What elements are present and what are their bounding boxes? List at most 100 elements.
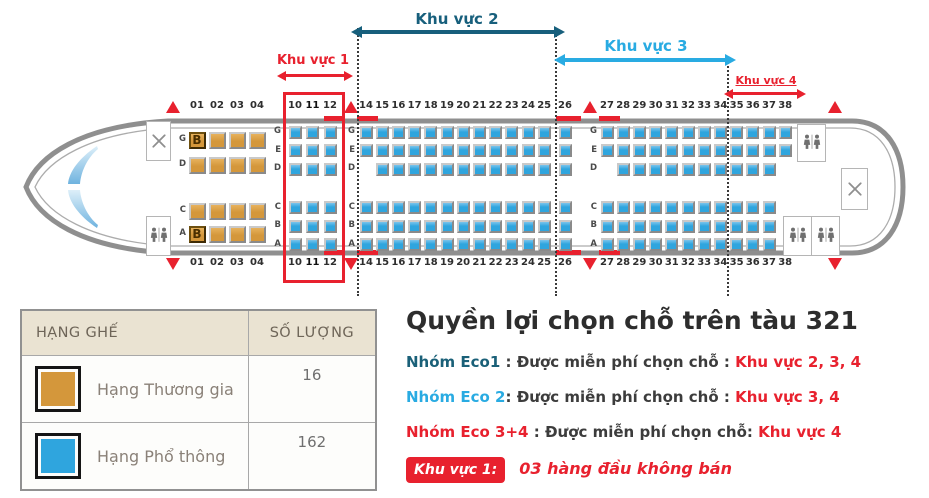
seat-A33[interactable] bbox=[697, 238, 711, 251]
seat-G35[interactable] bbox=[730, 125, 744, 139]
seat-E22[interactable] bbox=[489, 144, 503, 157]
seat-B30[interactable] bbox=[649, 219, 663, 233]
seat-A24[interactable] bbox=[521, 238, 535, 251]
seat-E11[interactable] bbox=[306, 144, 319, 157]
seat-G19[interactable] bbox=[440, 125, 454, 139]
seat-D33[interactable] bbox=[697, 162, 711, 176]
seat-B25[interactable] bbox=[537, 219, 551, 233]
seat-D25[interactable] bbox=[537, 162, 551, 176]
seat-D22[interactable] bbox=[489, 162, 503, 176]
seat-G28[interactable] bbox=[616, 125, 630, 139]
seat-A27[interactable] bbox=[600, 238, 614, 251]
seat-D36[interactable] bbox=[746, 162, 760, 176]
seat-B17[interactable] bbox=[408, 219, 422, 233]
seat-B37[interactable] bbox=[762, 219, 776, 233]
seat-G03[interactable] bbox=[228, 131, 246, 149]
seat-C32[interactable] bbox=[681, 201, 695, 214]
seat-E28[interactable] bbox=[616, 144, 630, 157]
seat-E35[interactable] bbox=[730, 144, 744, 157]
seat-D10[interactable] bbox=[288, 162, 302, 176]
seat-G14[interactable] bbox=[359, 125, 373, 139]
seat-D21[interactable] bbox=[472, 162, 486, 176]
seat-B16[interactable] bbox=[391, 219, 405, 233]
seat-E17[interactable] bbox=[408, 144, 422, 157]
seat-C24[interactable] bbox=[521, 201, 535, 214]
seat-D29[interactable] bbox=[632, 162, 646, 176]
seat-D26[interactable] bbox=[558, 162, 572, 176]
seat-B22[interactable] bbox=[489, 219, 503, 233]
seat-C22[interactable] bbox=[489, 201, 503, 214]
seat-A18[interactable] bbox=[424, 238, 438, 251]
seat-E34[interactable] bbox=[713, 144, 727, 157]
seat-A37[interactable] bbox=[762, 238, 776, 251]
seat-C20[interactable] bbox=[456, 201, 470, 214]
seat-G02[interactable] bbox=[208, 131, 226, 149]
seat-E27[interactable] bbox=[600, 144, 614, 157]
seat-B27[interactable] bbox=[600, 219, 614, 233]
seat-D01[interactable] bbox=[188, 156, 206, 174]
seat-G36[interactable] bbox=[746, 125, 760, 139]
seat-C19[interactable] bbox=[440, 201, 454, 214]
seat-A36[interactable] bbox=[746, 238, 760, 251]
seat-A14[interactable] bbox=[359, 238, 373, 251]
seat-A20[interactable] bbox=[456, 238, 470, 251]
seat-C23[interactable] bbox=[505, 201, 519, 214]
seat-G21[interactable] bbox=[472, 125, 486, 139]
seat-E10[interactable] bbox=[288, 144, 302, 157]
seat-A10[interactable] bbox=[288, 238, 302, 251]
seat-G18[interactable] bbox=[424, 125, 438, 139]
seat-G23[interactable] bbox=[505, 125, 519, 139]
seat-B24[interactable] bbox=[521, 219, 535, 233]
seat-G11[interactable] bbox=[306, 125, 319, 139]
seat-E31[interactable] bbox=[665, 144, 679, 157]
seat-E15[interactable] bbox=[375, 144, 389, 157]
seat-A31[interactable] bbox=[665, 238, 679, 251]
seat-D17[interactable] bbox=[408, 162, 422, 176]
seat-A04[interactable] bbox=[248, 225, 266, 243]
seat-A11[interactable] bbox=[306, 238, 319, 251]
seat-B29[interactable] bbox=[632, 219, 646, 233]
seat-C16[interactable] bbox=[391, 201, 405, 214]
seat-C17[interactable] bbox=[408, 201, 422, 214]
seat-C21[interactable] bbox=[472, 201, 486, 214]
seat-G30[interactable] bbox=[649, 125, 663, 139]
seat-D04[interactable] bbox=[248, 156, 266, 174]
seat-E32[interactable] bbox=[681, 144, 695, 157]
seat-B31[interactable] bbox=[665, 219, 679, 233]
seat-G26[interactable] bbox=[558, 125, 572, 139]
seat-C14[interactable] bbox=[359, 201, 373, 214]
seat-A22[interactable] bbox=[489, 238, 503, 251]
seat-D02[interactable] bbox=[208, 156, 226, 174]
seat-G10[interactable] bbox=[288, 125, 302, 139]
seat-D30[interactable] bbox=[649, 162, 663, 176]
seat-A02[interactable] bbox=[208, 225, 226, 243]
seat-A19[interactable] bbox=[440, 238, 454, 251]
seat-C02[interactable] bbox=[208, 202, 226, 220]
seat-C35[interactable] bbox=[730, 201, 744, 214]
seat-D37[interactable] bbox=[762, 162, 776, 176]
seat-C01[interactable] bbox=[188, 202, 206, 220]
seat-C18[interactable] bbox=[424, 201, 438, 214]
seat-B18[interactable] bbox=[424, 219, 438, 233]
seat-G29[interactable] bbox=[632, 125, 646, 139]
seat-E20[interactable] bbox=[456, 144, 470, 157]
seat-C33[interactable] bbox=[697, 201, 711, 214]
seat-G31[interactable] bbox=[665, 125, 679, 139]
seat-D11[interactable] bbox=[306, 162, 319, 176]
seat-A12[interactable] bbox=[323, 238, 337, 251]
seat-G12[interactable] bbox=[323, 125, 337, 139]
seat-A26[interactable] bbox=[558, 238, 572, 251]
seat-A21[interactable] bbox=[472, 238, 486, 251]
seat-B19[interactable] bbox=[440, 219, 454, 233]
seat-B34[interactable] bbox=[713, 219, 727, 233]
seat-G01[interactable]: B bbox=[188, 131, 206, 149]
seat-B33[interactable] bbox=[697, 219, 711, 233]
seat-G22[interactable] bbox=[489, 125, 503, 139]
seat-A32[interactable] bbox=[681, 238, 695, 251]
seat-B23[interactable] bbox=[505, 219, 519, 233]
seat-A01[interactable]: B bbox=[188, 225, 206, 243]
seat-D20[interactable] bbox=[456, 162, 470, 176]
seat-G04[interactable] bbox=[248, 131, 266, 149]
seat-D31[interactable] bbox=[665, 162, 679, 176]
seat-A03[interactable] bbox=[228, 225, 246, 243]
